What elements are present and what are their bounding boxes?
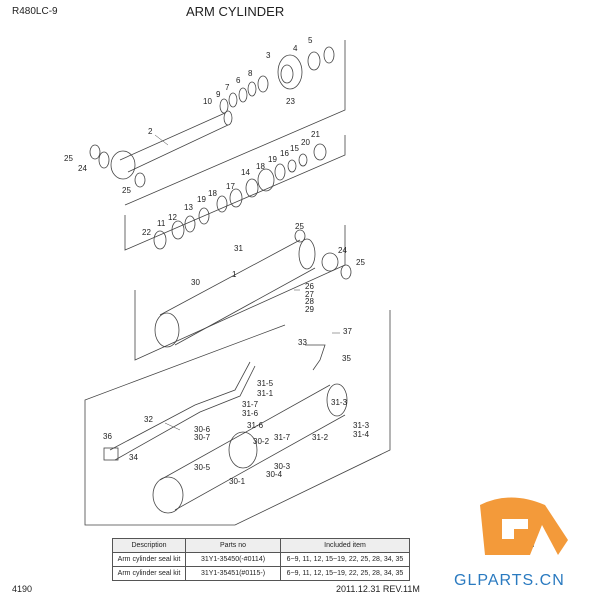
part-callout: 6 [236, 76, 241, 85]
page-number: 4190 [12, 584, 33, 594]
arm-cylinder-assembly [103, 344, 348, 514]
part-callout: 32 [144, 415, 153, 424]
part-callout: 31-6 [247, 421, 264, 430]
part-callout: 31-4 [353, 430, 370, 439]
part-callout: 30-2 [253, 437, 270, 446]
part-callout: 30 [191, 278, 200, 287]
cell-description: Arm cylinder seal kit [112, 552, 186, 567]
part-callout: 31 [234, 244, 243, 253]
seal-rings [89, 46, 335, 188]
logo-text: GLPARTS.CN [454, 572, 565, 589]
part-callout: 30-5 [194, 463, 211, 472]
section-frame [124, 40, 346, 206]
part-callout: 10 [203, 97, 212, 106]
page-title: ARM CYLINDER [186, 4, 285, 19]
revision-date: 2011.12.31 REV.11M [336, 584, 420, 594]
part-callout: 31-3 [331, 398, 348, 407]
leader-lines [154, 134, 340, 431]
cell-included-item: 6~9, 11, 12, 15~19, 22, 25, 28, 34, 35 [280, 566, 410, 581]
part-callout: 28 [305, 297, 314, 306]
part-callout: 21 [311, 130, 320, 139]
part-callout: 18 [256, 162, 265, 171]
part-callout: 9 [216, 90, 221, 99]
cell-description: Arm cylinder seal kit [112, 566, 186, 581]
part-callout: 17 [226, 182, 235, 191]
table-row: Arm cylinder seal kit 31Y1-35450(-#0114)… [112, 552, 410, 567]
part-callout: 25 [295, 222, 304, 231]
part-callout: 30-7 [194, 433, 211, 442]
part-callout: 16 [280, 149, 289, 158]
cell-included-item: 6~9, 11, 12, 15~19, 22, 25, 28, 34, 35 [280, 552, 410, 567]
part-callout: 30-4 [266, 470, 283, 479]
glparts-logo [480, 497, 568, 577]
piston-rod [110, 110, 233, 180]
part-callout: 34 [129, 453, 138, 462]
piston-seals [153, 143, 327, 250]
part-callout: 24 [338, 246, 347, 255]
part-callout: 14 [241, 168, 250, 177]
part-callout: 11 [157, 219, 166, 228]
part-callout: 1 [232, 270, 237, 279]
model-label: R480LC-9 [12, 6, 58, 17]
col-description: Description [112, 538, 186, 553]
part-callout: 31-1 [257, 389, 274, 398]
part-callout: 15 [290, 144, 299, 153]
part-callout: 31-7 [242, 400, 259, 409]
cylinder-tube [154, 229, 352, 348]
part-callout: 20 [301, 138, 310, 147]
seal-kit-table: Description Parts no Included item Arm c… [112, 538, 410, 581]
part-callout: 27 [305, 290, 314, 299]
part-callout: 4 [293, 44, 298, 53]
cell-parts-no: 31Y1-35451(#0115-) [185, 566, 281, 581]
part-callout: 12 [168, 213, 177, 222]
part-callout: 30-6 [194, 425, 211, 434]
part-callout: 19 [197, 195, 206, 204]
part-callout: 36 [103, 432, 112, 441]
part-callout: 30-3 [274, 462, 291, 471]
part-callout: 31-7 [274, 433, 291, 442]
part-callout: 25 [122, 186, 131, 195]
part-callout: 8 [248, 69, 253, 78]
part-callout: 24 [78, 164, 87, 173]
part-callout: 35 [342, 354, 351, 363]
col-parts-no: Parts no [185, 538, 281, 553]
part-callout: 31-6 [242, 409, 259, 418]
part-callout: 30-1 [229, 477, 246, 486]
section-frame [124, 135, 346, 251]
part-callout: 22 [142, 228, 151, 237]
part-callout: 7 [225, 83, 230, 92]
table-row: Arm cylinder seal kit 31Y1-35451(#0115-)… [112, 566, 410, 581]
part-callout: 31-3 [353, 421, 370, 430]
part-callout: 2 [148, 127, 153, 136]
part-callout: 13 [184, 203, 193, 212]
part-callout: 19 [268, 155, 277, 164]
col-included-item: Included item [280, 538, 410, 553]
section-frame [84, 310, 391, 526]
part-callout: 29 [305, 305, 314, 314]
section-frame [134, 225, 346, 361]
part-callout: 18 [208, 189, 217, 198]
part-callout: 33 [298, 338, 307, 347]
part-callout: 25 [356, 258, 365, 267]
cell-parts-no: 31Y1-35450(-#0114) [185, 552, 281, 567]
part-callout: 31-2 [312, 433, 329, 442]
part-callout: 3 [266, 51, 271, 60]
part-callout: 23 [286, 97, 295, 106]
part-callout: 5 [308, 36, 313, 45]
part-callout: 31-5 [257, 379, 274, 388]
part-callout: 25 [64, 154, 73, 163]
part-callout: 26 [305, 282, 314, 291]
part-callout: 37 [343, 327, 352, 336]
